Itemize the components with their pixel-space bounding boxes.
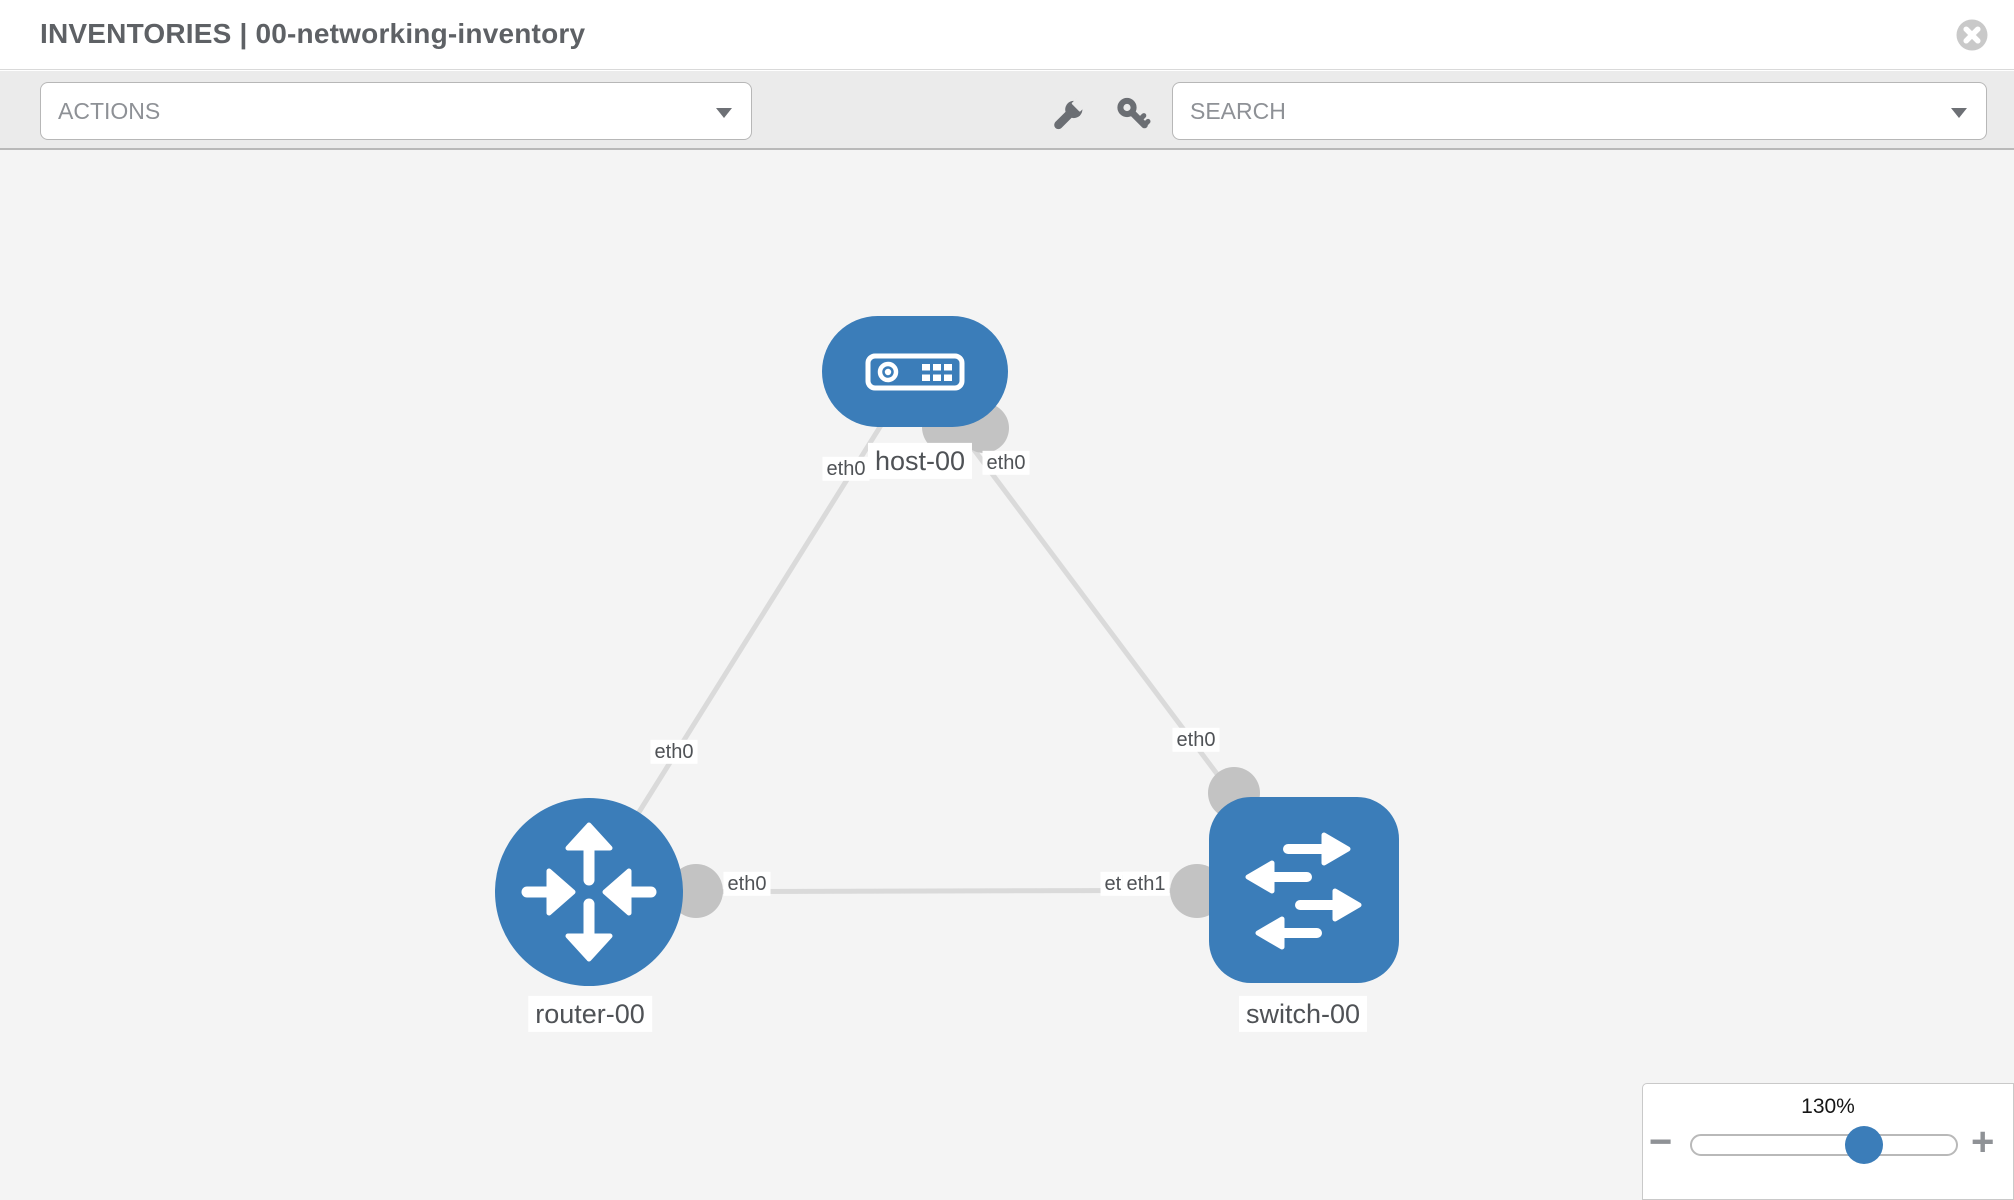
node-switch-00[interactable] (1209, 797, 1399, 983)
node-host-00[interactable] (822, 316, 1008, 427)
host-icon (865, 353, 965, 390)
header: INVENTORIES | 00-networking-inventory (0, 0, 2014, 70)
wrench-icon[interactable] (1049, 96, 1087, 134)
node-label-host-00: host-00 (867, 442, 973, 480)
search-input[interactable] (1173, 83, 1986, 139)
switch-icon (1245, 832, 1362, 950)
zoom-level-value: 130% (1801, 1095, 1855, 1118)
link-endpoint-handle[interactable] (669, 864, 723, 918)
zoom-panel: 130% − + (1642, 1083, 2014, 1200)
chevron-down-icon (716, 108, 732, 118)
toolbar (0, 71, 2014, 150)
page-title: INVENTORIES | 00-networking-inventory (40, 18, 586, 49)
router-icon (521, 822, 657, 962)
zoom-slider-knob[interactable] (1845, 1126, 1883, 1164)
topology-canvas[interactable]: eth0 eth0 eth0 eth0 eth0 eth1 eth1 host-… (0, 150, 2014, 1200)
close-icon (1956, 19, 1988, 51)
actions-dropdown[interactable] (40, 82, 752, 140)
iface-label-switch-to-router: eth1 (1122, 871, 1170, 897)
key-icon[interactable] (1114, 96, 1152, 134)
node-label-router-00: router-00 (528, 995, 652, 1033)
node-label-switch-00: switch-00 (1238, 995, 1368, 1033)
zoom-slider[interactable] (1690, 1134, 1958, 1156)
iface-label-host-to-switch: eth0 (982, 450, 1030, 476)
node-router-00[interactable] (495, 798, 683, 986)
iface-label-host-to-router: eth0 (822, 456, 870, 482)
chevron-down-icon (1951, 108, 1967, 118)
iface-label-router-to-host: eth0 (650, 739, 698, 765)
zoom-out-button[interactable]: − (1649, 1120, 1673, 1164)
search-dropdown[interactable] (1172, 82, 1987, 140)
iface-label-switch-to-host: eth0 (1172, 727, 1220, 753)
close-button[interactable] (1956, 19, 1988, 51)
iface-label-router-to-switch: eth0 (723, 871, 771, 897)
zoom-in-button[interactable]: + (1971, 1120, 1995, 1164)
actions-input[interactable] (41, 83, 751, 139)
